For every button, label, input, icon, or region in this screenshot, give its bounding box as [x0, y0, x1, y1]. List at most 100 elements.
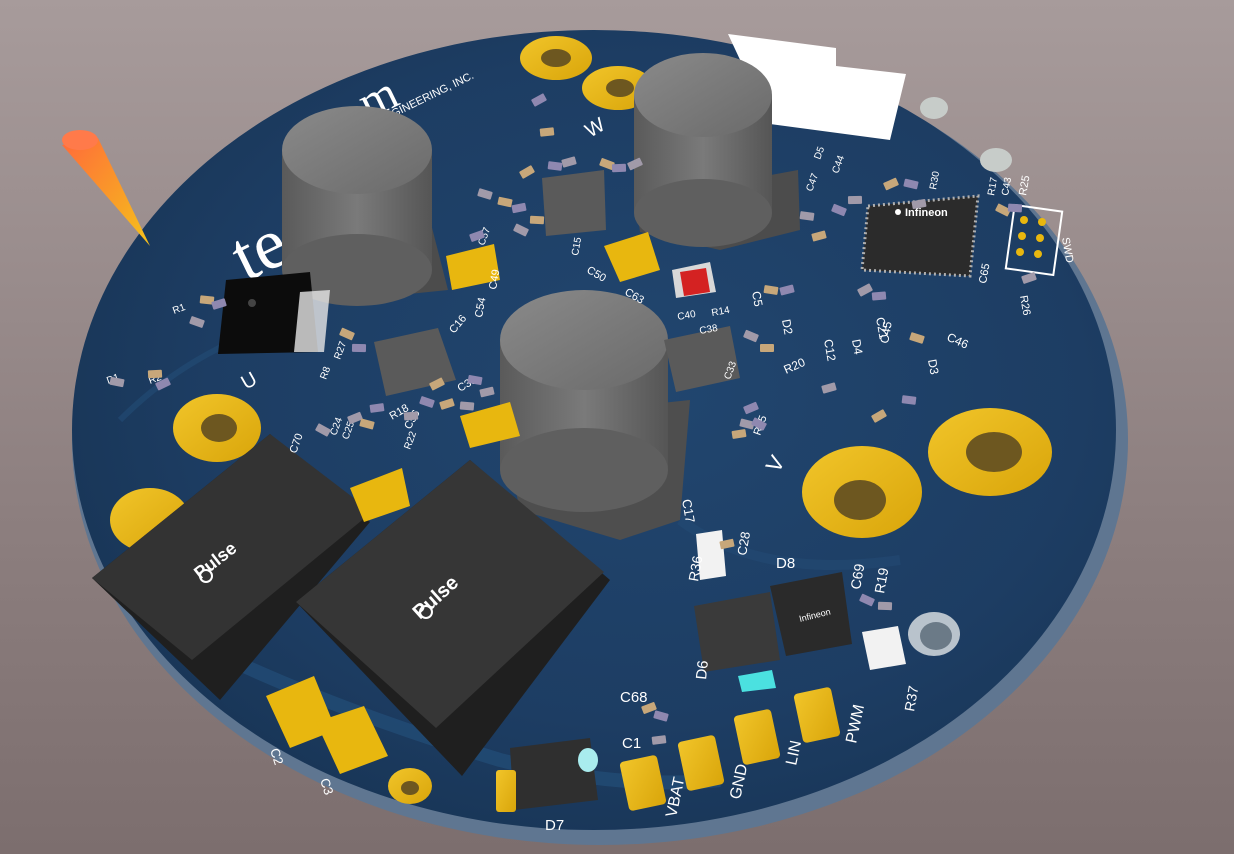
svg-text:R1: R1 — [171, 302, 187, 317]
smd-passive — [459, 401, 475, 411]
smd-passive — [611, 163, 627, 173]
svg-text:C28: C28 — [734, 530, 753, 556]
smd-passive — [903, 178, 919, 190]
smd-passive — [799, 211, 815, 221]
origin-marker — [62, 130, 150, 246]
svg-text:R36: R36 — [685, 554, 705, 582]
smd-passive — [743, 329, 759, 343]
svg-text:C54: C54 — [473, 297, 488, 319]
svg-text:C69: C69 — [847, 562, 867, 590]
smd-passive — [511, 202, 527, 214]
smd-passive — [760, 344, 774, 352]
smd-passive — [627, 157, 643, 171]
smd-passive — [347, 411, 363, 425]
svg-text:C21: C21 — [873, 316, 891, 340]
smd-passive — [403, 411, 419, 421]
smd-passive — [155, 377, 171, 391]
svg-text:D8: D8 — [776, 555, 795, 572]
connector-pads — [496, 687, 841, 812]
infineon-mcu: Infineon — [860, 194, 980, 278]
svg-text:C68: C68 — [620, 689, 648, 706]
smd-passive — [529, 215, 545, 225]
bottom-components — [510, 262, 906, 810]
svg-text:R37: R37 — [901, 684, 921, 712]
smd-passive — [859, 593, 875, 607]
electrolytic-capacitor-3 — [500, 290, 690, 540]
smd-passive — [847, 195, 863, 205]
smd-passive — [911, 199, 927, 209]
smd-passive — [315, 423, 331, 437]
smd-passive — [1021, 272, 1037, 284]
svg-text:C40: C40 — [677, 309, 697, 323]
smd-passive — [359, 418, 375, 430]
smd-passive — [877, 601, 893, 611]
svg-text:D5: D5 — [812, 145, 827, 161]
smd-passive — [439, 398, 455, 410]
smd-passive — [743, 401, 759, 415]
svg-text:C45: C45 — [877, 320, 895, 344]
smd-passive — [477, 188, 493, 200]
svg-text:SWD: SWD — [1059, 236, 1075, 263]
svg-text:C43: C43 — [1000, 176, 1014, 196]
svg-text:R17: R17 — [986, 176, 1000, 196]
svg-text:R8: R8 — [318, 365, 333, 381]
svg-text:R14: R14 — [711, 305, 731, 319]
power-mosfets — [374, 170, 740, 396]
smd-passive — [995, 203, 1011, 217]
smd-passive — [539, 127, 555, 137]
smd-passive — [831, 203, 847, 217]
svg-text:R25: R25 — [1017, 175, 1032, 197]
pulse-inductor-1: Pulse — [92, 434, 372, 700]
svg-text:D2: D2 — [779, 318, 796, 336]
black-component — [218, 272, 330, 354]
svg-text:D4: D4 — [849, 338, 866, 356]
pulse-inductor-2: Pulse — [296, 460, 610, 776]
smd-passive — [547, 161, 563, 171]
svg-text:C1: C1 — [622, 735, 641, 752]
svg-text:D3: D3 — [925, 358, 942, 376]
smd-passive — [339, 327, 355, 341]
smd-passive — [719, 538, 735, 550]
smd-passive — [821, 382, 837, 394]
smd-passive — [199, 295, 215, 305]
swd-header: SWD — [1004, 203, 1075, 277]
smd-passive — [599, 158, 615, 170]
smd-passive — [651, 735, 667, 745]
smd-passive — [751, 417, 767, 431]
smd-passive — [909, 332, 925, 344]
electrolytic-capacitor-1 — [282, 106, 448, 306]
smd-passive — [189, 316, 205, 328]
smd-passive — [871, 291, 887, 301]
smd-passive — [811, 230, 827, 242]
svg-text:C2: C2 — [267, 746, 286, 766]
svg-text:R19: R19 — [871, 566, 891, 594]
svg-text:R30: R30 — [928, 170, 942, 190]
smd-passive — [351, 343, 367, 353]
smd-passive — [731, 429, 747, 439]
smd-passives — [109, 93, 1037, 745]
svg-text:C15: C15 — [570, 236, 584, 256]
ceramic-capacitors — [266, 232, 660, 774]
white-label-area — [728, 34, 906, 140]
smd-passive — [419, 396, 435, 408]
svg-text:C38: C38 — [699, 323, 719, 337]
smd-passive — [469, 230, 485, 242]
smd-passive — [871, 409, 887, 423]
smd-passive — [561, 156, 577, 168]
smd-passive — [531, 93, 547, 107]
smd-passive — [641, 702, 657, 714]
svg-text:C5: C5 — [749, 290, 766, 308]
smd-passive — [429, 377, 445, 391]
smd-passive — [369, 403, 385, 413]
smd-passive — [857, 283, 873, 297]
electrolytic-capacitor-2 — [634, 53, 800, 250]
svg-text:D6: D6 — [693, 660, 712, 681]
svg-text:C12: C12 — [821, 338, 839, 362]
smd-passive — [763, 285, 779, 295]
smd-passive — [779, 284, 795, 296]
svg-text:C65: C65 — [977, 263, 992, 285]
svg-text:C3: C3 — [317, 776, 336, 796]
smd-passive — [479, 386, 495, 398]
